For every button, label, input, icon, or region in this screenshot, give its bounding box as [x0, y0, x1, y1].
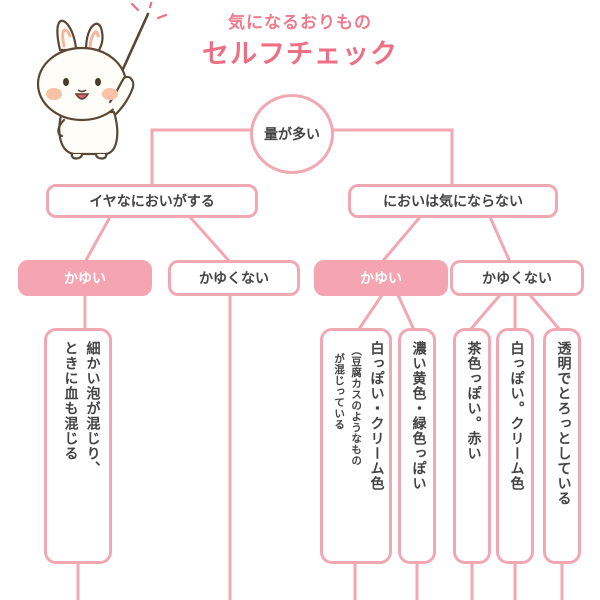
- leaf-note-line: が混じっている: [333, 353, 346, 430]
- leaf-text-line: 茶色っぽい。赤い: [465, 341, 482, 461]
- node-not-itchy-right: かゆくない: [450, 260, 584, 296]
- node-label: イヤなにおいがする: [89, 194, 215, 210]
- node-label: かゆい: [360, 271, 402, 287]
- leaf-fine-foam-blood: 細かい泡が混じり、 ときに血も混じる: [44, 328, 112, 564]
- leaf-text-line: 細かい泡が混じり、: [84, 341, 101, 476]
- node-not-itchy-left: かゆくない: [168, 260, 300, 296]
- rabbit-pointer-icon: [36, 2, 168, 160]
- leaf-yellow-green: 濃い黄色・緑色っぽい: [398, 328, 436, 564]
- node-itchy-right: かゆい: [314, 260, 448, 296]
- node-label: においは気にならない: [383, 194, 523, 210]
- node-no-odor-concern: においは気にならない: [348, 184, 558, 218]
- root-node-heavy-discharge: 量が多い: [250, 94, 334, 174]
- node-label: かゆくない: [199, 271, 269, 287]
- leaf-text-line: 白っぽい・クリーム色: [368, 341, 385, 491]
- leaf-text-line: 濃い黄色・緑色っぽい: [410, 341, 427, 491]
- node-bad-odor: イヤなにおいがする: [46, 184, 258, 218]
- title-subtitle: 気になるおりもの: [228, 13, 372, 33]
- leaf-white-cream: 白っぽい。クリーム色: [496, 328, 534, 564]
- leaf-text-line: 白っぽい。クリーム色: [508, 341, 525, 491]
- leaf-text-line: 透明でとろっとしている: [555, 341, 572, 506]
- leaf-clear-stringy: 透明でとろっとしている: [543, 328, 581, 564]
- node-label: かゆくない: [482, 271, 552, 287]
- node-itchy-left: かゆい: [18, 260, 152, 296]
- root-label: 量が多い: [264, 127, 320, 143]
- leaf-white-cream-cottage: 白っぽい・クリーム色 （豆腐カスのようなもの が混じっている: [320, 328, 392, 564]
- leaf-note-line: （豆腐カスのようなもの: [350, 345, 363, 466]
- leaf-brown-red: 茶色っぽい。赤い: [453, 328, 491, 564]
- title-main: セルフチェック: [202, 39, 398, 70]
- leaf-text-line: ときに血も混じる: [62, 341, 79, 461]
- node-label: かゆい: [64, 271, 106, 287]
